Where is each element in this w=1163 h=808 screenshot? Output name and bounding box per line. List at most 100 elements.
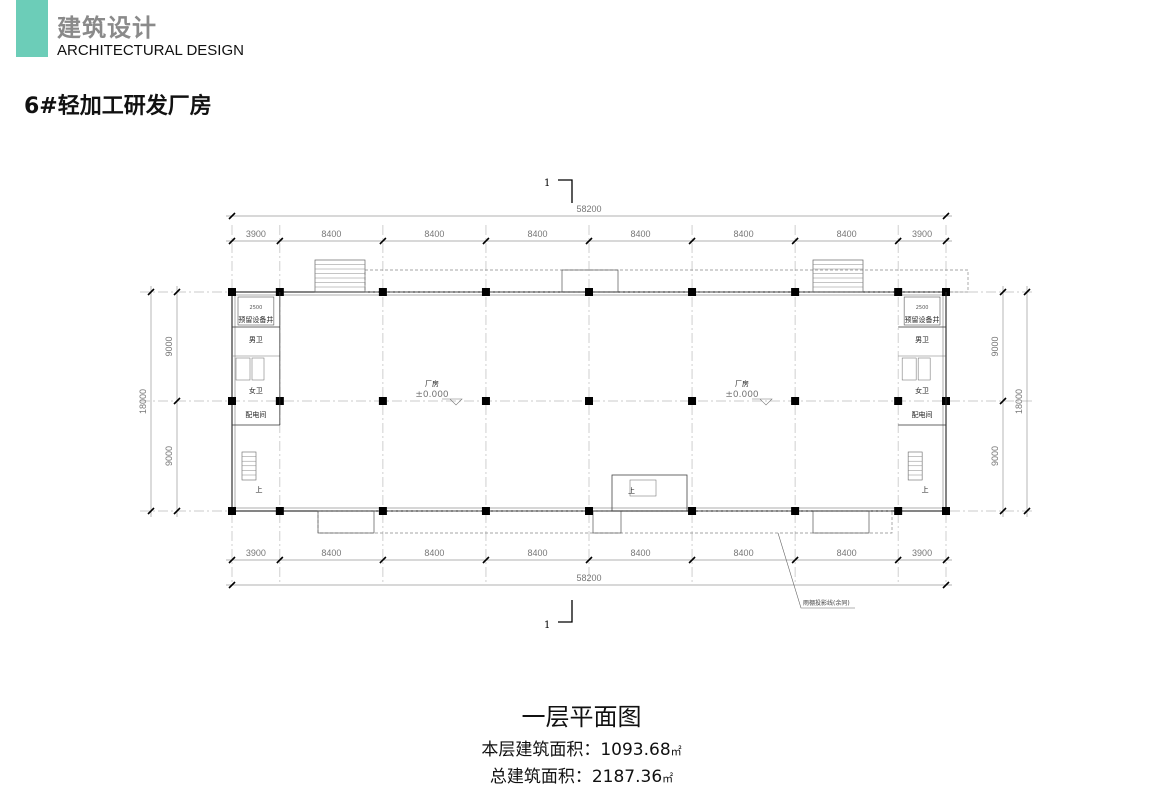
column — [942, 507, 950, 515]
entrance-door — [592, 510, 622, 534]
column — [585, 397, 593, 405]
page-title: 6#轻加工研发厂房 — [24, 94, 212, 119]
total-area-value: 2187.36 — [591, 767, 663, 787]
area-unit: ㎡ — [670, 745, 682, 758]
elevation-marker-icon — [752, 398, 773, 406]
total-width-dim-tick — [228, 212, 236, 220]
total-width-dim-tick — [228, 581, 236, 589]
column — [688, 288, 697, 296]
span-dim-tick — [379, 556, 387, 564]
span-dim-tick — [942, 556, 950, 564]
row-dim-label: 9000 — [164, 446, 174, 466]
area-unit: ㎡ — [662, 772, 674, 785]
total-depth-dim-tick — [147, 288, 155, 296]
span-dim-tick — [482, 237, 490, 245]
row-dim-tick — [999, 288, 1007, 296]
span-dim-tick — [688, 237, 696, 245]
callout-leader — [777, 532, 855, 609]
stair-up-label: 上 — [628, 486, 635, 495]
elevation-label: ±0.000 — [725, 390, 759, 400]
equipment-shaft — [903, 296, 941, 326]
floor-area: 本层建筑面积：1093.68㎡ — [0, 735, 1163, 760]
span-dim-tick — [894, 237, 902, 245]
row-dim-tick — [173, 507, 181, 515]
section-mark-icon — [558, 600, 573, 623]
total-depth-dim-label: 18000 — [1014, 389, 1024, 414]
span-dim-tick — [688, 556, 696, 564]
total-width-dim-tick — [942, 581, 950, 589]
canopy-callout-label: 雨棚投影线(余同) — [803, 599, 850, 607]
total-area-label: 总建筑面积： — [489, 767, 592, 787]
span-dim-tick — [791, 556, 799, 564]
column — [791, 397, 800, 405]
row-dim-label: 9000 — [164, 336, 174, 356]
column — [791, 288, 800, 296]
column — [791, 507, 800, 515]
total-width-dim-label: 58200 — [576, 204, 601, 214]
floor-area-label: 本层建筑面积： — [481, 740, 601, 760]
column — [228, 288, 236, 296]
shaft-dim: 2500 — [916, 305, 929, 311]
row-dim-tick — [999, 507, 1007, 515]
entrance-door — [812, 510, 870, 534]
total-depth-dim-label: 18000 — [138, 389, 148, 414]
row-dim-label: 9000 — [990, 446, 1000, 466]
total-width-dim-label: 58200 — [576, 573, 601, 583]
room-label-power: 配电间 — [912, 410, 933, 419]
span-dim-tick — [894, 556, 902, 564]
room-label-men: 男卫 — [915, 336, 929, 344]
column — [894, 397, 903, 405]
span-dim-tick — [585, 237, 593, 245]
span-dim-tick — [276, 556, 284, 564]
span-dim-label: 8400 — [424, 548, 444, 558]
entrance-door — [317, 510, 375, 534]
span-dim-label: 8400 — [734, 548, 754, 558]
row-dim-tick — [173, 397, 181, 405]
column — [481, 507, 490, 515]
span-dim-label: 8400 — [837, 229, 857, 239]
toilet-stall — [901, 357, 917, 381]
total-depth-dim-tick — [1023, 507, 1031, 515]
exterior-steps — [812, 259, 864, 293]
span-dim-tick — [791, 237, 799, 245]
span-dim-label: 8400 — [527, 229, 547, 239]
plan-caption: 一层平面图 — [521, 703, 642, 731]
row-dim-tick — [999, 397, 1007, 405]
section-mark-label: 1 — [544, 178, 550, 189]
span-dim-label: 8400 — [424, 229, 444, 239]
elevation-marker-icon — [442, 398, 463, 406]
room-label-factory: 厂房 — [425, 379, 439, 388]
span-dim-tick — [482, 556, 490, 564]
header-accent-bar — [16, 0, 48, 57]
room-label-women: 女卫 — [915, 386, 929, 395]
elevation-label: ±0.000 — [415, 390, 449, 400]
column — [275, 507, 284, 515]
span-dim-tick — [585, 556, 593, 564]
span-dim-label: 8400 — [321, 548, 341, 558]
toilet-stall — [917, 357, 931, 381]
span-dim-label: 8400 — [734, 229, 754, 239]
span-dim-tick — [379, 237, 387, 245]
room-label-factory: 厂房 — [735, 379, 749, 388]
span-dim-label: 8400 — [527, 548, 547, 558]
column — [894, 507, 903, 515]
central-staircase — [629, 479, 657, 497]
section-title-en: ARCHITECTURAL DESIGN — [57, 42, 244, 59]
column — [378, 288, 387, 296]
canopy-outline — [317, 510, 893, 534]
section-mark-icon — [558, 179, 573, 203]
toilet-stall — [251, 357, 265, 381]
room-label-shaft: 预留设备井 — [238, 315, 273, 324]
span-dim-label: 8400 — [631, 548, 651, 558]
total-width-dim-tick — [942, 212, 950, 220]
equipment-shaft — [237, 296, 275, 326]
stair-up-label: 上 — [256, 485, 263, 494]
span-dim-label: 3900 — [246, 229, 266, 239]
span-dim-label: 3900 — [912, 548, 932, 558]
span-dim-tick — [942, 237, 950, 245]
floor-area-value: 1093.68 — [600, 740, 671, 760]
total-depth-dim-tick — [1023, 288, 1031, 296]
row-dim-label: 9000 — [990, 336, 1000, 356]
column — [378, 397, 387, 405]
